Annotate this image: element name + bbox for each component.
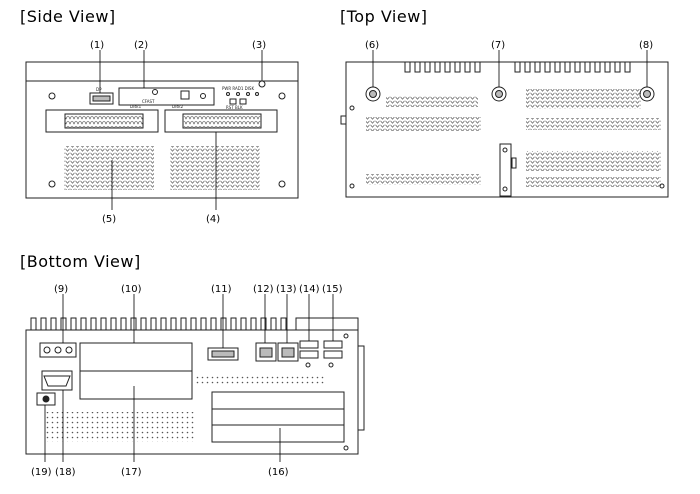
callout-6: (6) <box>365 40 379 51</box>
cfast-slot <box>180 90 190 100</box>
disk1-tray <box>45 109 159 133</box>
mount-hole <box>48 180 56 188</box>
button-text: RST BLK <box>226 105 243 110</box>
callout-14: (14) <box>299 284 320 295</box>
terminal-block <box>39 342 77 358</box>
cfast-text: CFAST <box>142 99 155 104</box>
callout-1: (1) <box>90 40 104 51</box>
led-text: PWR RAD1 DISK <box>222 86 254 91</box>
callout-4: (4) <box>206 214 220 225</box>
pcie-slot-covers <box>211 391 345 443</box>
top-view-title: [Top View] <box>340 7 428 26</box>
callout-7: (7) <box>491 40 505 51</box>
cfast-panel <box>118 87 215 106</box>
lan-port <box>255 342 277 362</box>
dp-text: DP <box>96 87 102 92</box>
side-bracket <box>499 143 512 197</box>
bottom-view-title: [Bottom View] <box>20 252 141 271</box>
mount-hole <box>278 180 286 188</box>
callout-10: (10) <box>121 284 142 295</box>
callout-11: (11) <box>211 284 232 295</box>
callout-16: (16) <box>268 467 289 478</box>
displayport-connector <box>89 92 114 105</box>
callout-13: (13) <box>276 284 297 295</box>
callout-3: (3) <box>252 40 266 51</box>
mount-hole <box>278 92 286 100</box>
vent-grille <box>64 146 154 190</box>
callout-17: (17) <box>121 467 142 478</box>
callout-15: (15) <box>322 284 343 295</box>
callout-12: (12) <box>253 284 274 295</box>
screw-icon <box>200 93 206 99</box>
serial-port <box>43 375 71 387</box>
side-view <box>25 61 299 199</box>
bottom-view <box>25 317 365 455</box>
callout-19: (19) <box>31 467 52 478</box>
callout-2: (2) <box>134 40 148 51</box>
power-jack <box>36 392 56 406</box>
top-view <box>340 61 669 198</box>
callout-9: (9) <box>54 284 68 295</box>
disk2-text: Disk2 <box>172 104 184 109</box>
callout-5: (5) <box>102 214 116 225</box>
screw-icon <box>152 89 158 95</box>
mount-hole <box>48 92 56 100</box>
callout-18: (18) <box>55 467 76 478</box>
side-view-title: [Side View] <box>20 7 116 26</box>
vent-grille <box>170 146 260 190</box>
usb-port <box>323 350 343 359</box>
usb-port <box>299 350 319 359</box>
callout-8: (8) <box>639 40 653 51</box>
disk2-tray <box>164 109 278 133</box>
disk1-text: Disk1 <box>130 104 142 109</box>
lan-port <box>277 342 299 362</box>
